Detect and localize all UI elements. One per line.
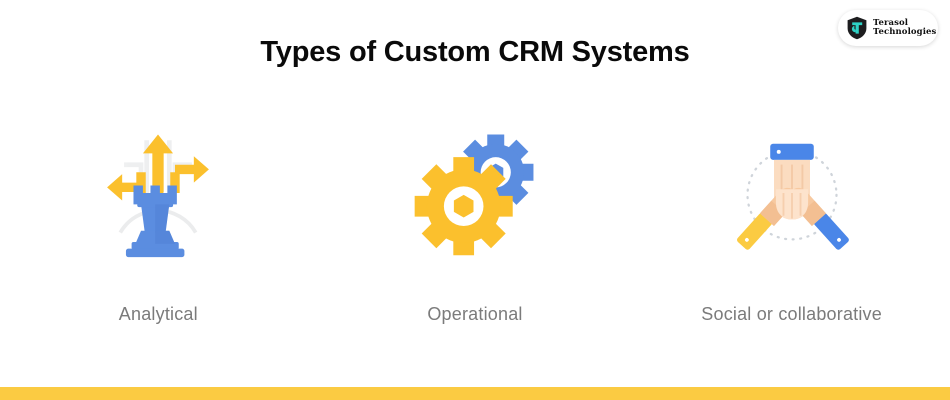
brand-name-line-1: Terasol bbox=[873, 17, 909, 28]
card-art-analytical bbox=[92, 120, 224, 270]
brand-name-line-2: Technologies bbox=[873, 27, 937, 37]
brand-name: Terasol Technologies bbox=[873, 17, 937, 37]
three-hands-together-icon bbox=[721, 123, 863, 268]
footer-accent-bar bbox=[0, 387, 950, 400]
two-gears-icon bbox=[409, 123, 541, 268]
shield-t-logo-icon bbox=[846, 16, 868, 40]
card-label-analytical: Analytical bbox=[118, 304, 198, 324]
chess-rook-with-direction-arrows-icon bbox=[92, 123, 224, 268]
card-label-operational: Operational bbox=[427, 304, 523, 324]
crm-type-card-operational[interactable]: Operational bbox=[325, 120, 625, 325]
card-label-social: Social or collaborative bbox=[701, 304, 882, 324]
card-art-social bbox=[721, 120, 863, 270]
page-title: Types of Custom CRM Systems bbox=[260, 36, 690, 68]
brand-logo-badge[interactable]: Terasol Technologies bbox=[838, 10, 938, 46]
crm-types-list: Analytical bbox=[0, 120, 950, 325]
crm-type-card-social[interactable]: Social or collaborative bbox=[642, 120, 942, 325]
card-art-operational bbox=[409, 120, 541, 270]
crm-type-card-analytical[interactable]: Analytical bbox=[8, 120, 308, 325]
